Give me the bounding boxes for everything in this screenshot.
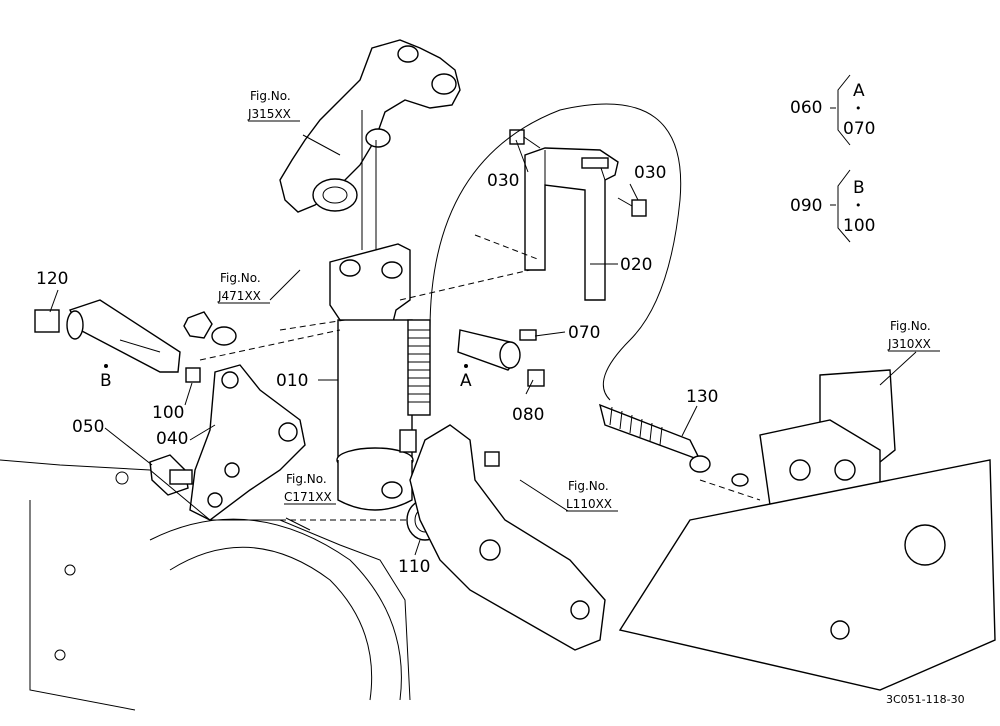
ref-j310-code: J310XX: [887, 337, 931, 351]
ref-j471: Fig.No. J471XX: [217, 271, 270, 304]
link-drawing: [409, 424, 606, 651]
ref-l110-title: Fig.No.: [568, 479, 609, 493]
ref-c171-title: Fig.No.: [286, 472, 327, 486]
legend-060-bottom: 070: [843, 119, 875, 139]
nut-washer-drawing: [183, 311, 237, 346]
label-020: 020: [620, 255, 652, 275]
ref-c171-code: C171XX: [284, 490, 332, 504]
legend-090-bottom: 100: [843, 216, 875, 236]
drawing-code: 3C051-118-30: [886, 693, 965, 706]
label-040: 040: [156, 429, 188, 449]
lift-shaft-drawing: [329, 243, 431, 511]
legend-060-top: A: [853, 81, 865, 101]
ref-j315-code: J315XX: [247, 107, 291, 121]
ref-j471-title: Fig.No.: [220, 271, 261, 285]
legend-090-top: B: [853, 178, 865, 198]
label-060: 060: [790, 98, 822, 118]
marker-a-dot: [464, 364, 468, 368]
legend-090-dot: •: [855, 199, 862, 212]
plate-drawing: [189, 364, 306, 521]
label-090: 090: [790, 196, 822, 216]
label-080: 080: [512, 405, 544, 425]
label-070: 070: [568, 323, 600, 343]
ref-c171: Fig.No. C171XX: [284, 472, 336, 505]
label-030-left: 030: [487, 171, 519, 191]
fitting-drawing: [149, 454, 193, 496]
lift-arm-drawing: [279, 39, 461, 250]
ref-j310: Fig.No. J310XX: [887, 319, 940, 352]
label-110: 110: [398, 557, 430, 577]
label-030-right: 030: [634, 163, 666, 183]
legend-group-060: A • 070: [830, 74, 875, 146]
marker-a: A: [460, 371, 472, 391]
label-130: 130: [686, 387, 718, 407]
legend-060-dot: •: [855, 102, 862, 115]
bracket-drawing: [524, 147, 619, 301]
label-120: 120: [36, 269, 68, 289]
hose-line: [429, 103, 682, 401]
ref-j471-code: J471XX: [217, 289, 261, 303]
ref-j315-title: Fig.No.: [250, 89, 291, 103]
ref-l110: Fig.No. L110XX: [566, 479, 618, 512]
ref-j310-title: Fig.No.: [890, 319, 931, 333]
ref-l110-code: L110XX: [566, 497, 612, 511]
ref-j315: Fig.No. J315XX: [247, 89, 300, 122]
label-050: 050: [72, 417, 104, 437]
valve-block-drawing: [618, 369, 996, 691]
connector-lines: [199, 234, 761, 521]
pin-b-drawing: [34, 299, 201, 383]
pin-a-drawing: [457, 329, 545, 387]
legend-group-090: B • 100: [830, 169, 875, 243]
leader-lines: [49, 134, 917, 556]
marker-b-dot: [104, 364, 108, 368]
cylinder-drawing: [598, 403, 749, 487]
label-010: 010: [276, 371, 308, 391]
label-100: 100: [152, 403, 184, 423]
marker-b: B: [100, 371, 112, 391]
bolt-drawings: [509, 129, 647, 217]
